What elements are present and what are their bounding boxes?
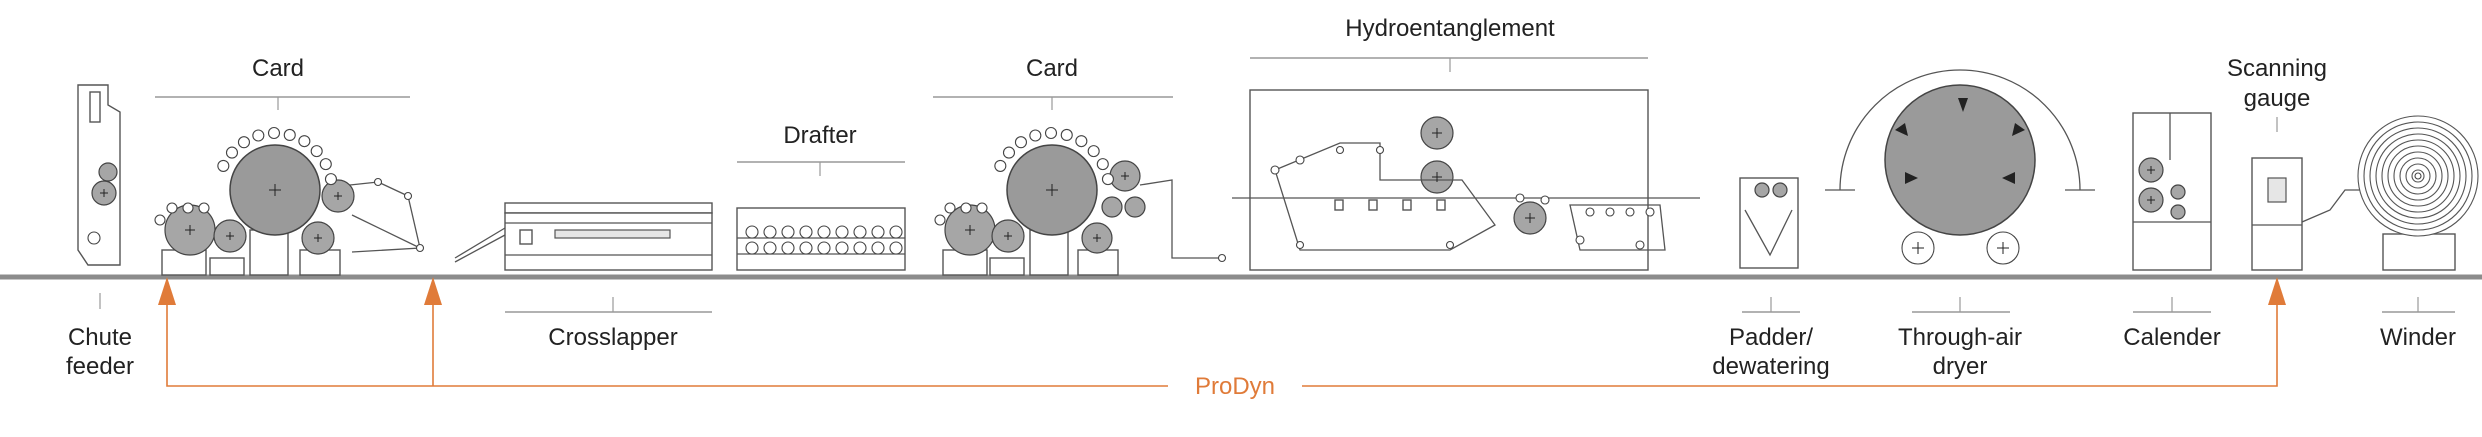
crosslapper-machine (454, 202, 713, 271)
padder-machine (1739, 177, 1799, 269)
chute-feeder-label-line1: Chute (68, 324, 132, 351)
bottom-labels: Chute feeder Crosslapper Padder/ dewater… (66, 293, 2456, 380)
hydro-rolls (1270, 155, 1655, 250)
hydroentanglement-label: Hydroentanglement (1345, 15, 1555, 42)
worker-rolls (217, 126, 338, 186)
calender-machine (2132, 112, 2212, 271)
arrow-up-icon (158, 277, 176, 305)
padder-label-line1: Padder/ (1729, 324, 1813, 351)
feed-roll (182, 202, 194, 214)
dryer-label-line2: dryer (1933, 353, 1988, 380)
drafter-machine (736, 207, 906, 271)
drafter-rolls (745, 225, 903, 255)
calender-label: Calender (2123, 324, 2220, 351)
drafter-label: Drafter (783, 122, 856, 149)
feed-roll (960, 202, 972, 214)
winder-roll (2357, 115, 2479, 237)
feed-roll (944, 202, 956, 214)
dryer-drum (1884, 84, 2036, 236)
card-2-label: Card (1026, 55, 1078, 82)
prodyn-label: ProDyn (1195, 373, 1275, 400)
top-labels: Card Drafter Card Hydroentanglement Scan… (155, 15, 2327, 176)
crosslapper-label: Crosslapper (548, 324, 677, 351)
through-air-dryer-machine (1825, 69, 2095, 265)
feed-roll (166, 202, 178, 214)
chute-feeder-machine (77, 84, 121, 266)
dryer-label-line1: Through-air (1898, 324, 2022, 351)
winder-machine (2357, 115, 2479, 271)
card-1-label: Card (252, 55, 304, 82)
feed-roll (198, 202, 210, 214)
worker-rolls (994, 126, 1115, 186)
scanning-gauge-label-line2: gauge (2244, 85, 2311, 112)
feed-roll (154, 214, 166, 226)
arrow-up-icon (424, 277, 442, 305)
feed-roll (976, 202, 988, 214)
scanning-gauge-label-line1: Scanning (2227, 55, 2327, 82)
chute-feeder-label-line2: feeder (66, 353, 134, 380)
feed-roll (934, 214, 946, 226)
padder-label-line2: dewatering (1712, 353, 1829, 380)
hydroentanglement-machine (1232, 89, 1700, 271)
scanning-gauge-machine (2251, 157, 2375, 271)
winder-label: Winder (2380, 324, 2456, 351)
arrow-up-icon (2268, 277, 2286, 305)
prodyn-control: ProDyn (158, 277, 2286, 400)
